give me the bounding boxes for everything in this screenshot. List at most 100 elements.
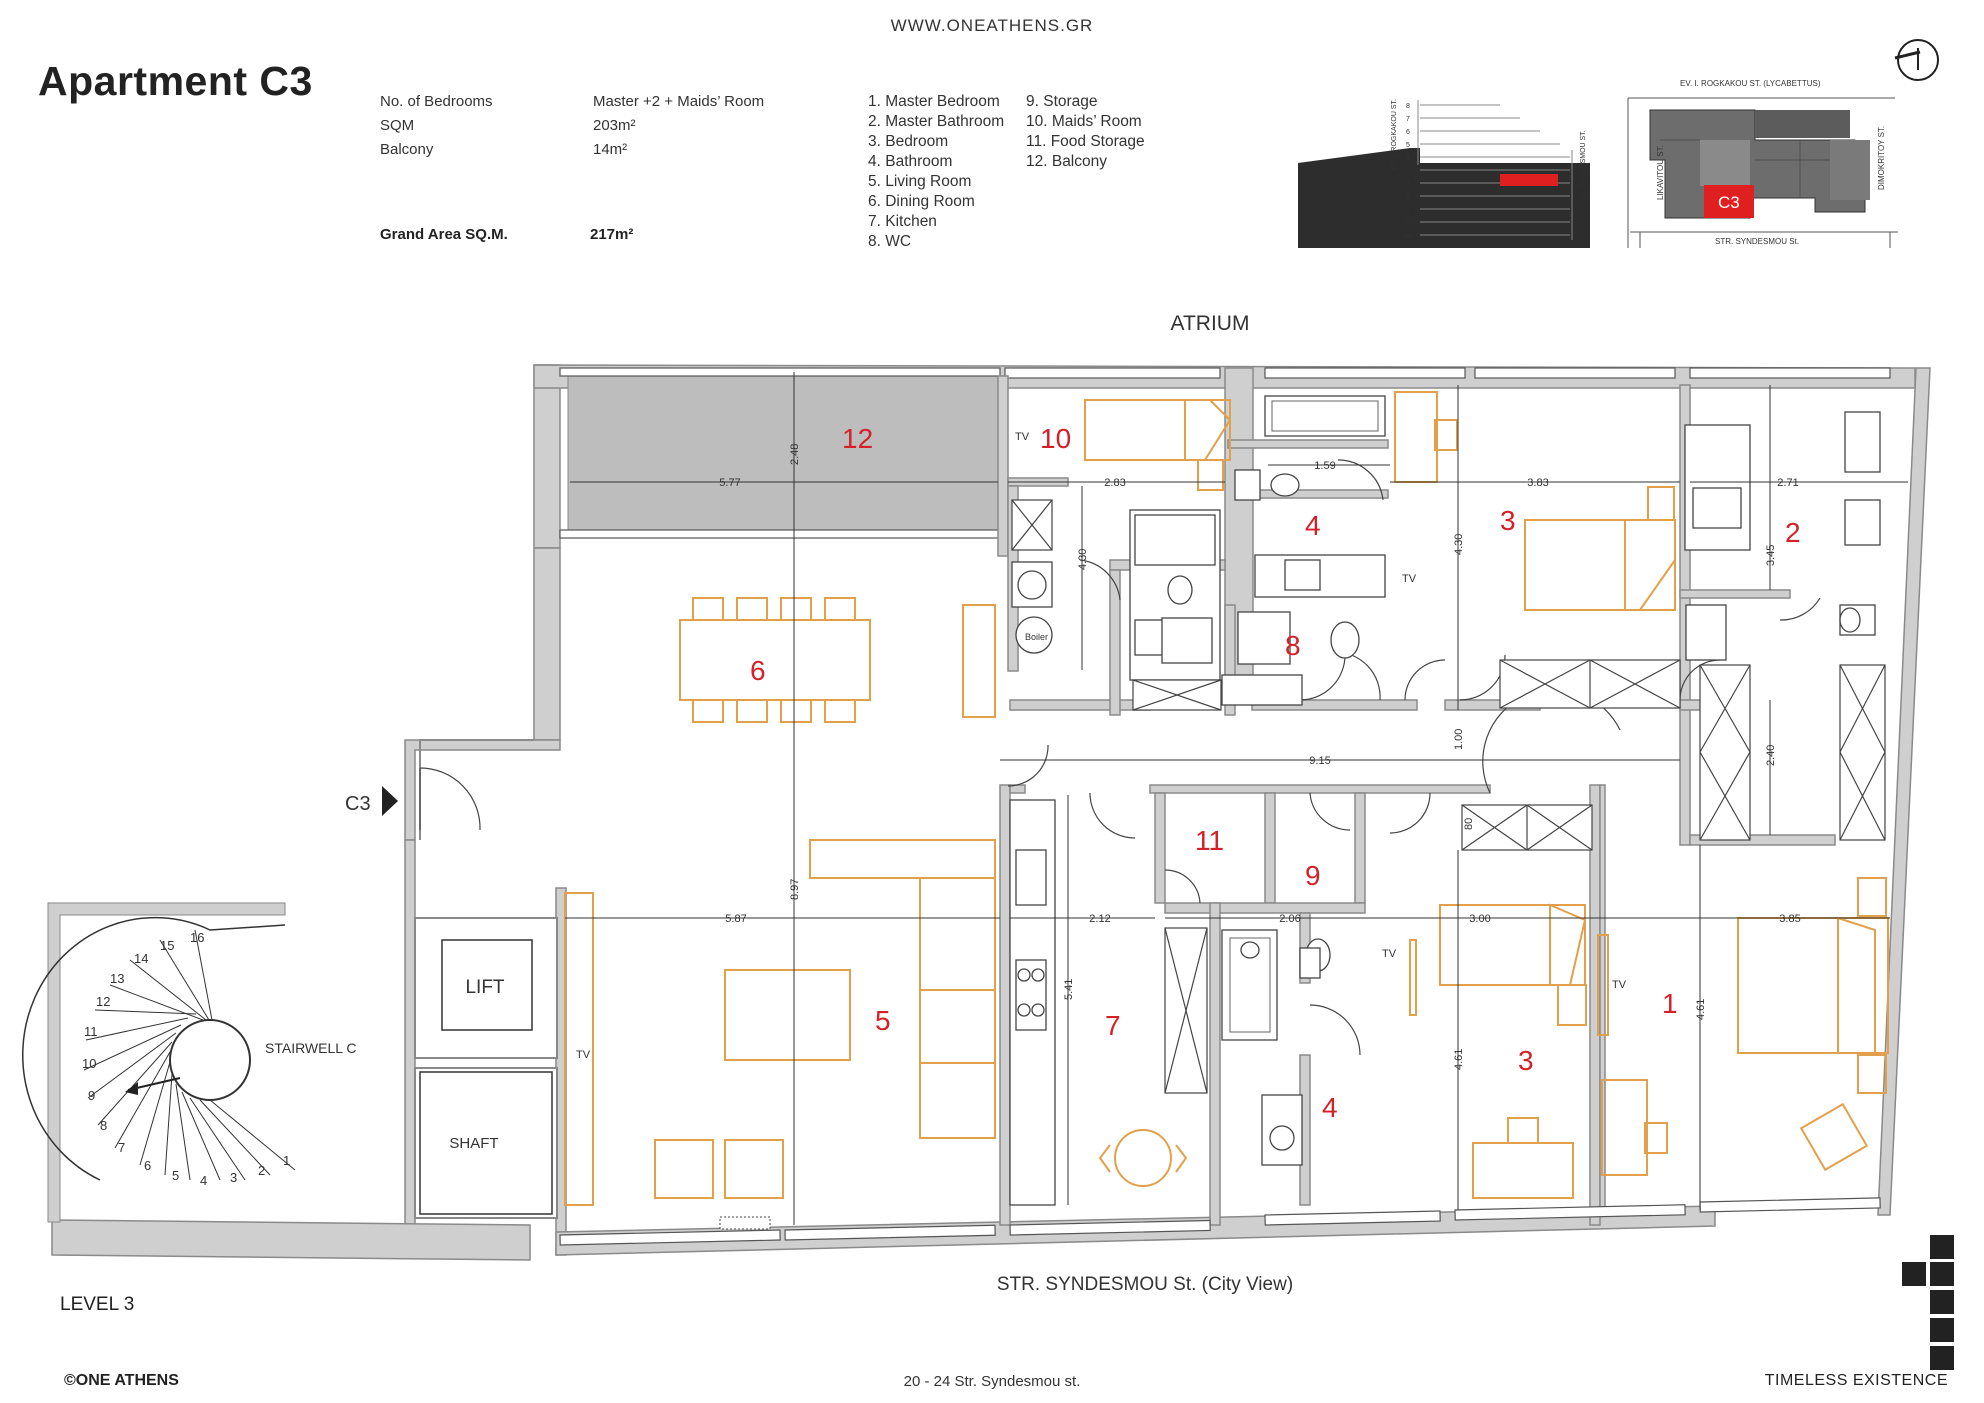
stair-step-number: 16	[190, 930, 204, 945]
entrance-label: C3	[345, 793, 371, 815]
stair-step-number: 1	[283, 1153, 290, 1168]
section-floor-label: 3	[1406, 181, 1410, 188]
footer-tagline: TIMELESS EXISTENCE	[1764, 1372, 1948, 1389]
grand-area-value: 217m²	[590, 226, 634, 243]
stair-step-number: 2	[258, 1163, 265, 1178]
legend-item: 4. Bathroom	[868, 153, 953, 170]
spec-label-bedrooms: No. of Bedrooms	[380, 93, 493, 110]
building-section-diagram: 8 7 6 5 4 3 2 1 0 00 EV. I. ROGKAKOU ST.…	[1298, 99, 1590, 248]
stair-step-number: 3	[230, 1170, 237, 1185]
dim-label: 1.59	[1314, 460, 1335, 472]
stair-step-number: 11	[84, 1024, 98, 1039]
north-arrow-icon	[1894, 39, 1939, 81]
tv-label: TV	[576, 1049, 591, 1061]
room-number: 8	[1285, 630, 1301, 661]
stair-step-number: 14	[134, 951, 148, 966]
street-view-label: STR. SYNDESMOU St. (City View)	[997, 1274, 1293, 1295]
stair-step-number: 8	[100, 1118, 107, 1133]
stairwell-drawing	[21, 902, 296, 1223]
spec-value-sqm: 203m²	[593, 117, 636, 134]
section-street-right: Str. SYNDESMOU ST.	[1580, 130, 1587, 200]
dim-label: 3.00	[1469, 913, 1490, 925]
stairwell-label: STAIRWELL C	[265, 1040, 357, 1056]
map-left-street: LIKAVITOU ST.	[1656, 145, 1665, 200]
legend-item: 10. Maids’ Room	[1026, 113, 1142, 130]
map-top-street: EV. I. ROGKAKOU ST. (LYCABETTUS)	[1680, 79, 1821, 88]
spec-label-balcony: Balcony	[380, 141, 434, 158]
room-number: 12	[842, 423, 873, 454]
dim-label: 4.30	[1453, 534, 1465, 555]
dim-label: 2.06	[1279, 913, 1300, 925]
dim-label: 2.48	[789, 444, 801, 465]
spec-value-bedrooms: Master +2 + Maids’ Room	[593, 93, 765, 110]
shaft-label: SHAFT	[449, 1135, 498, 1152]
tv-label: TV	[1612, 979, 1627, 991]
boiler-label: Boiler	[1025, 632, 1048, 642]
legend-item: 9. Storage	[1026, 93, 1098, 110]
dim-label: 5.41	[1063, 979, 1075, 1000]
spec-label-sqm: SQM	[380, 117, 415, 134]
lift-label: LIFT	[465, 977, 504, 998]
dim-label: 4.61	[1695, 999, 1707, 1020]
room-number: 2	[1785, 517, 1801, 548]
room-number: 1	[1662, 988, 1678, 1019]
level-label: LEVEL 3	[60, 1294, 135, 1315]
room-number: 4	[1305, 510, 1321, 541]
dim-label: 3.45	[1765, 545, 1777, 566]
spec-values: Master +2 + Maids’ Room 203m² 14m²	[593, 90, 764, 162]
stair-step-number: 10	[82, 1056, 96, 1071]
dim-label: 2.40	[1765, 745, 1777, 766]
dim-label: 3.83	[1527, 477, 1548, 489]
tv-label: TV	[1382, 948, 1397, 960]
floor-plan: 5.77 2.48 2.83 4.30 1.59 3.83 4.30 2.71 …	[21, 312, 1931, 1295]
section-floor-label: 5	[1406, 142, 1410, 149]
dim-label: 9.15	[1309, 755, 1330, 767]
stair-step-number: 4	[200, 1173, 207, 1188]
grand-area-label: Grand Area SQ.M.	[380, 226, 508, 243]
legend-item: 11. Food Storage	[1026, 133, 1145, 150]
dim-label: 4.30	[1077, 549, 1089, 570]
legend-item: 2. Master Bathroom	[868, 113, 1005, 130]
stair-step-number: 15	[160, 938, 174, 953]
room-number: 3	[1500, 505, 1516, 536]
room-number: 6	[750, 655, 766, 686]
website-url: WWW.ONEATHENS.GR	[890, 16, 1094, 35]
section-floor-label: 2	[1406, 194, 1410, 201]
dim-label: 4.61	[1453, 1049, 1465, 1070]
dim-label: 2.71	[1777, 477, 1798, 489]
stair-step-number: 12	[96, 994, 110, 1009]
legend-item: 1. Master Bedroom	[868, 93, 1000, 110]
page-title: Apartment C3	[38, 58, 313, 104]
legend-item: 6. Dining Room	[868, 193, 975, 210]
spec-value-balcony: 14m²	[593, 141, 628, 158]
dim-label: 5.87	[725, 913, 746, 925]
legend-item: 12. Balcony	[1026, 153, 1107, 170]
legend-item: 7. Kitchen	[868, 213, 937, 230]
entrance-arrow-icon	[382, 786, 398, 816]
dim-label: 80	[1463, 818, 1475, 830]
dim-label: 2.83	[1104, 477, 1125, 489]
dim-label: 1.00	[1453, 729, 1465, 750]
legend-item: 3. Bedroom	[868, 133, 949, 150]
stair-step-number: 13	[110, 971, 124, 986]
room-number: 5	[875, 1005, 891, 1036]
footer-copyright: ©ONE ATHENS	[64, 1372, 179, 1389]
footer-address: 20 - 24 Str. Syndesmou st.	[903, 1373, 1081, 1390]
map-bottom-street: STR. SYNDESMOU St.	[1715, 237, 1799, 246]
map-right-street: DIMOKRITOY ST.	[1877, 126, 1886, 190]
section-floor-label: 7	[1406, 116, 1410, 123]
map-unit-label: C3	[1718, 193, 1740, 212]
dim-label: 5.77	[719, 477, 740, 489]
room-number: 4	[1322, 1092, 1338, 1123]
room-legend-col-a: 1. Master Bedroom 2. Master Bathroom 3. …	[868, 92, 1004, 252]
legend-item: 8. WC	[868, 233, 912, 250]
stair-step-number: 9	[88, 1088, 95, 1103]
section-floor-label: 4	[1406, 155, 1410, 162]
stair-step-number: 7	[118, 1140, 125, 1155]
tv-label: TV	[1015, 431, 1030, 443]
dim-label: 2.12	[1089, 913, 1110, 925]
spec-labels: No. of Bedrooms SQM Balcony	[380, 90, 493, 162]
room-number: 3	[1518, 1045, 1534, 1076]
section-floor-label: 8	[1406, 103, 1410, 110]
